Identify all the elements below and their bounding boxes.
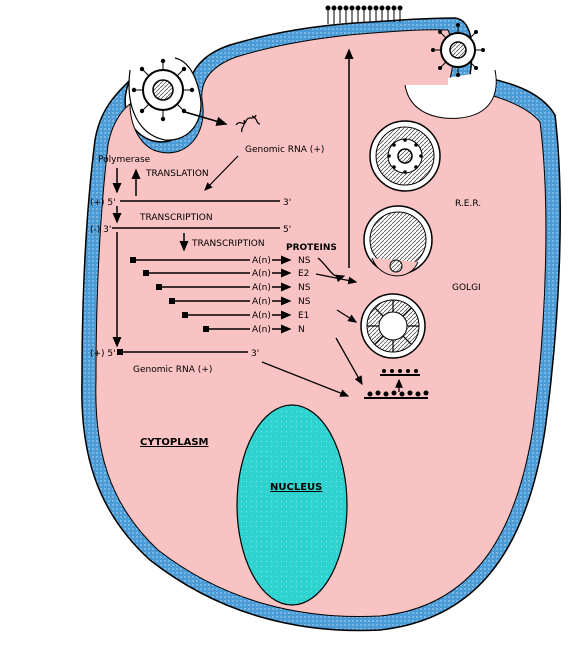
mrna-list: A(n) NS A(n) E2 A(n) NS A(n) NS bbox=[130, 255, 311, 335]
mrna-tail: A(n) bbox=[252, 283, 271, 293]
mrna-row: A(n) E2 bbox=[143, 268, 309, 279]
mrna-protein: E2 bbox=[298, 269, 309, 279]
mrna-row: A(n) NS bbox=[169, 296, 311, 307]
transcription-label-2: TRANSCRIPTION bbox=[191, 239, 265, 249]
mrna-protein: E1 bbox=[298, 311, 309, 321]
genomic-rna-squiggle bbox=[235, 114, 261, 133]
mrna-tail: A(n) bbox=[252, 256, 271, 266]
mrna-tail: A(n) bbox=[252, 269, 271, 279]
rer-vesicle bbox=[369, 120, 441, 192]
transcription-label-1: TRANSCRIPTION bbox=[139, 213, 213, 223]
mrna-row: A(n) E1 bbox=[182, 310, 309, 321]
plus5-bottom-label: (+) 5' bbox=[90, 349, 116, 359]
genomic-rna-top-label: Genomic RNA (+) bbox=[245, 145, 324, 155]
nucleus-label: NUCLEUS bbox=[270, 482, 322, 493]
cytoplasm-label: CYTOPLASM bbox=[140, 437, 209, 448]
uncoating-arrow bbox=[184, 111, 228, 126]
mrna-row: A(n) NS bbox=[130, 255, 311, 266]
entering-virion bbox=[131, 58, 195, 122]
proteins-label: PROTEINS bbox=[286, 243, 337, 253]
mrna-row: A(n) NS bbox=[156, 282, 311, 293]
mrna-protein: N bbox=[298, 325, 305, 335]
mrna-tail: A(n) bbox=[252, 325, 271, 335]
three-prime-bottom-label: 3' bbox=[251, 349, 259, 359]
plus5-label: (+) 5' bbox=[90, 198, 116, 208]
budding-virion bbox=[431, 23, 485, 77]
golgi-label: GOLGI bbox=[452, 283, 481, 293]
mrna-tail: A(n) bbox=[252, 297, 271, 307]
mrna-row: A(n) N bbox=[203, 324, 305, 335]
nucleocapsid-assembly bbox=[364, 369, 429, 399]
mrna-protein: NS bbox=[298, 256, 311, 266]
minus3-label: (-) 3' bbox=[90, 225, 111, 235]
golgi-vesicle bbox=[363, 205, 433, 277]
assembly-vesicle bbox=[360, 293, 426, 359]
translation-label: TRANSLATION bbox=[145, 169, 209, 179]
polymerase-label: Polymerase bbox=[98, 155, 151, 165]
surface-spikes bbox=[325, 5, 403, 24]
mrna-protein: NS bbox=[298, 297, 311, 307]
mrna-tail: A(n) bbox=[252, 311, 271, 321]
three-prime-label: 3' bbox=[283, 198, 291, 208]
rer-label: R.E.R. bbox=[455, 199, 481, 209]
genomic-rna-bottom-label: Genomic RNA (+) bbox=[133, 365, 212, 375]
nucleus bbox=[236, 404, 348, 606]
five-prime-label: 5' bbox=[283, 225, 291, 235]
mrna-protein: NS bbox=[298, 283, 311, 293]
